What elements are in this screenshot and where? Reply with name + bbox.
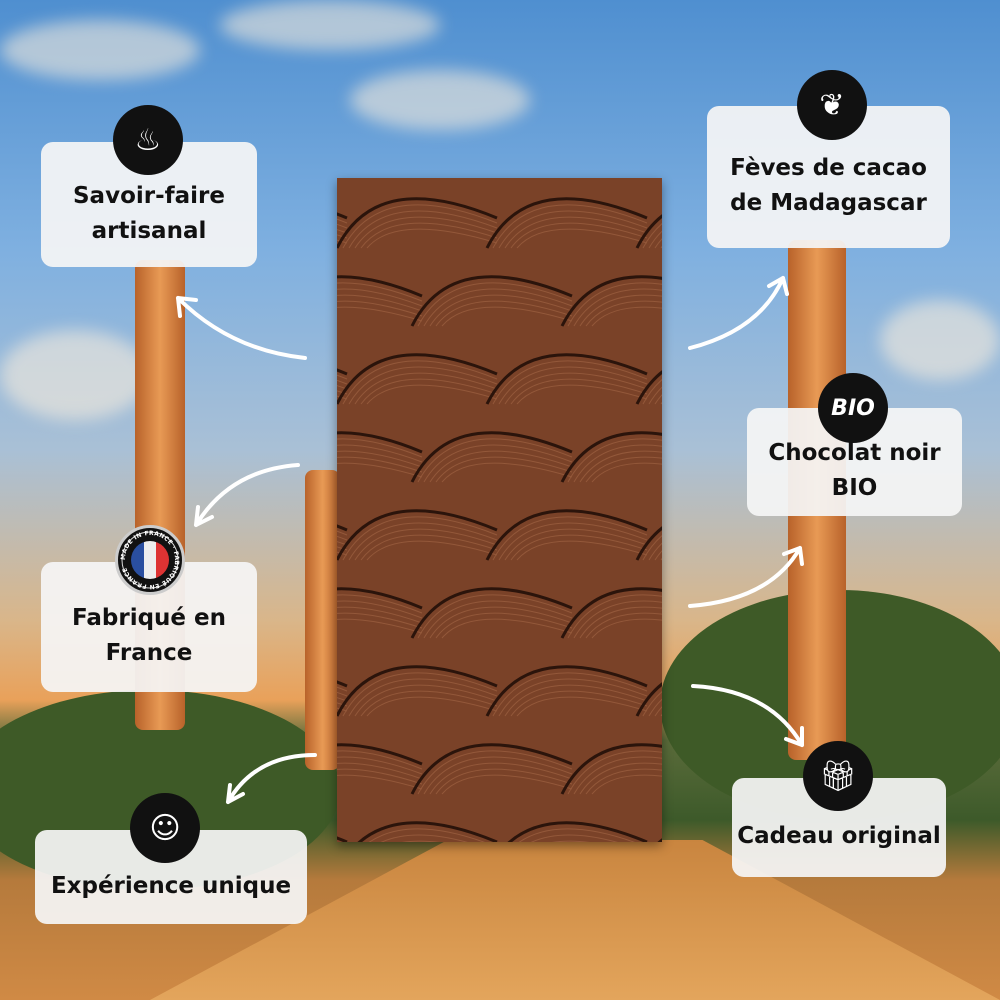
chocolate-wave	[337, 665, 498, 717]
gift-icon: 🎁︎	[803, 741, 873, 811]
chocolate-wave	[560, 743, 662, 795]
feature-label: de Madagascar	[730, 190, 927, 216]
arrow-icon	[176, 296, 307, 360]
chocolate-wave	[337, 197, 498, 249]
feature-label: Fèves de cacao	[730, 155, 927, 181]
arrow-icon	[194, 463, 300, 527]
arrow-icon	[688, 546, 804, 608]
chocolate-wave	[410, 587, 573, 639]
chocolate-wave	[485, 197, 648, 249]
feature-label: Cadeau original	[737, 823, 941, 849]
chocolate-wave	[337, 275, 423, 298]
chocolate-wave	[410, 431, 573, 483]
chocolate-wave	[560, 431, 662, 483]
chocolate-wave	[410, 275, 573, 327]
feature-label: Fabriqué en	[72, 605, 226, 631]
bio-icon: BIO	[818, 373, 888, 443]
chocolate-wave	[635, 526, 662, 561]
feature-label: Savoir-faire	[72, 182, 225, 209]
chocolate-wave	[337, 431, 423, 454]
chocolate-wave	[485, 353, 648, 405]
feature-card-madagascar: Fèves de cacao de Madagascar	[707, 106, 950, 248]
arrow-icon	[688, 276, 789, 350]
feature-label: Chocolat noir	[768, 440, 941, 466]
chocolate-wave	[337, 587, 423, 610]
made-in-france-badge-icon: MADE IN FRANCE · FABRIQUÉ EN FRANCE	[115, 525, 185, 595]
chocolate-wave	[635, 370, 662, 405]
chef-hat-icon: ♨	[113, 105, 183, 175]
chocolate-wave	[635, 682, 662, 717]
french-flag-icon	[131, 541, 169, 579]
leaf-icon: ❦	[797, 70, 867, 140]
chocolate-wave	[560, 587, 662, 639]
feature-label: artisanal	[91, 217, 207, 244]
chocolate-wave	[337, 353, 498, 405]
chocolate-wave	[560, 275, 662, 327]
chocolate-wave	[337, 509, 498, 561]
arrow-icon	[226, 753, 317, 804]
feature-label: BIO	[831, 475, 878, 501]
feature-label: Expérience unique	[50, 872, 292, 899]
chocolate-wave	[507, 821, 648, 842]
feature-card-savoir-faire: Savoir-faire artisanal	[41, 142, 257, 267]
chocolate-wave	[357, 821, 498, 842]
chocolate-wave	[635, 214, 662, 249]
chocolate-wave	[337, 743, 423, 766]
tongue-mouth-icon: ☺	[130, 793, 200, 863]
arrow-icon	[691, 684, 804, 747]
chocolate-wave	[485, 509, 648, 561]
chocolate-wave	[485, 665, 648, 717]
feature-label: France	[105, 640, 193, 666]
made-in-france-badge: MADE IN FRANCE · FABRIQUÉ EN FRANCE	[120, 530, 180, 590]
chocolate-bar-image	[337, 178, 662, 842]
chocolate-wave	[410, 743, 573, 795]
